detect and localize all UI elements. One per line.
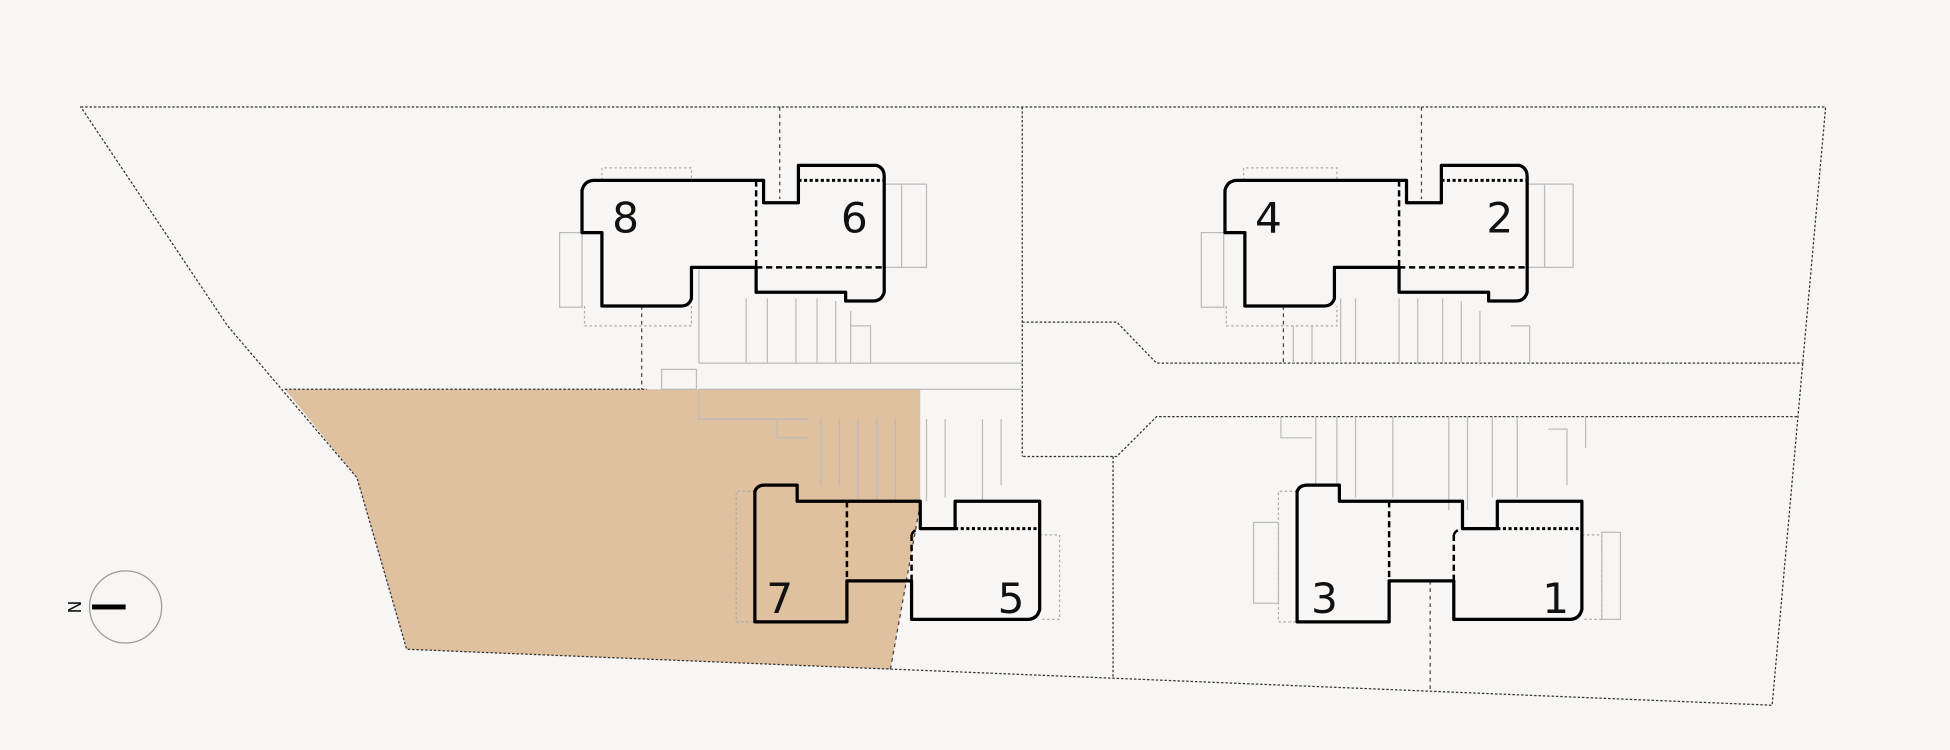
unit-label-8: 8 — [612, 194, 639, 243]
highlighted-lot-7[interactable] — [284, 389, 921, 670]
unit-label-3: 3 — [1311, 574, 1338, 623]
unit-label-4: 4 — [1255, 194, 1282, 243]
north-compass-icon: N — [66, 570, 163, 644]
house-block-4-2 — [1223, 163, 1529, 308]
unit-label-2: 2 — [1486, 194, 1513, 243]
house-block-8-6 — [580, 163, 886, 308]
north-label: N — [66, 600, 86, 613]
house-block-7-5 — [753, 483, 1042, 624]
unit-label-1: 1 — [1542, 574, 1569, 623]
shared-driveway — [660, 267, 1587, 510]
unit-label-5: 5 — [998, 574, 1025, 623]
ghost-outlines — [559, 167, 1622, 623]
unit-label-6: 6 — [841, 194, 868, 243]
house-block-3-1 — [1295, 483, 1584, 624]
unit-label-7[interactable]: 7 — [766, 574, 793, 623]
